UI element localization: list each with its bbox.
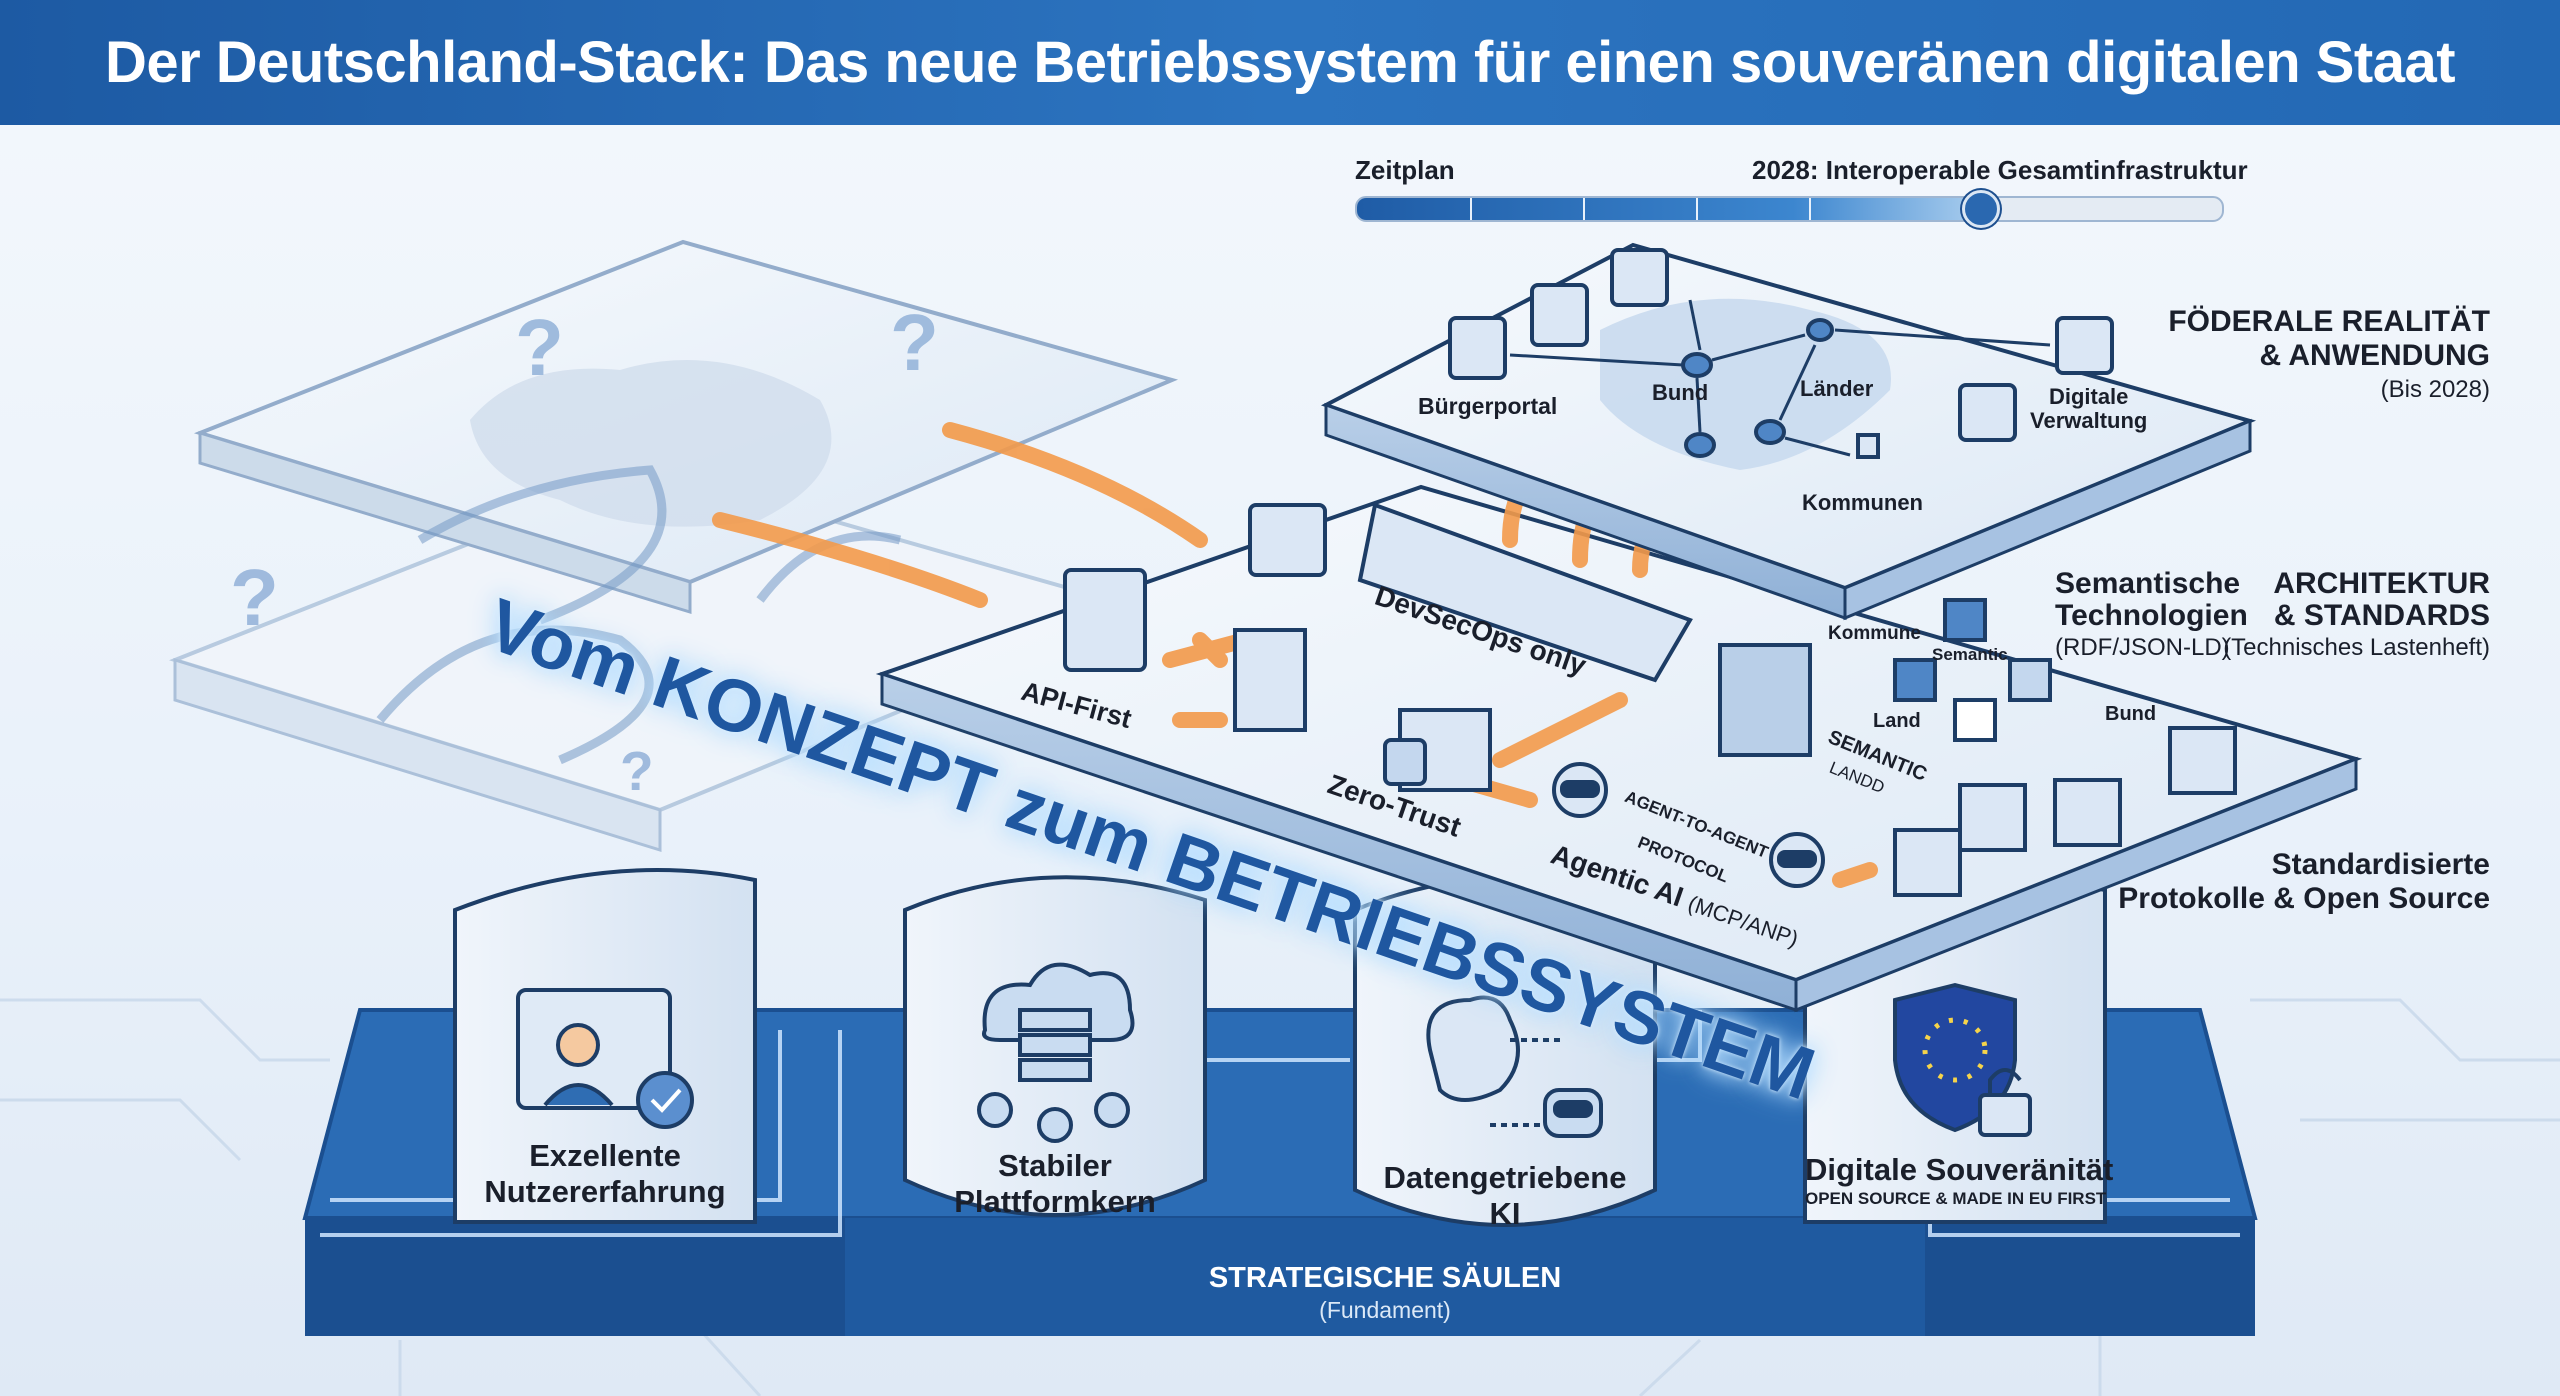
pillar-line: KI bbox=[1489, 1196, 1521, 1231]
eu-shield-lock-icon bbox=[1893, 982, 2032, 1137]
node-verwaltung: Verwaltung bbox=[2030, 408, 2148, 433]
semantic-sub: (RDF/JSON-LD) bbox=[2055, 634, 2230, 661]
federal-sub: (Bis 2028) bbox=[2380, 376, 2490, 403]
timeline-knob[interactable] bbox=[1961, 190, 2000, 228]
semantic-cube-icon bbox=[1893, 658, 1937, 702]
node-digitale: Digitale bbox=[2048, 384, 2129, 409]
devsecops-pipeline-icon bbox=[1357, 502, 1693, 683]
question-mark: ? bbox=[620, 740, 654, 802]
timeline-label: Zeitplan bbox=[1355, 155, 1455, 185]
semantic-cube-icon bbox=[1953, 698, 1997, 742]
foundation-sub: (Fundament) bbox=[1319, 1297, 1451, 1323]
semantic-cube-icon bbox=[1943, 598, 1987, 642]
brain-robot-icon bbox=[1426, 995, 1603, 1138]
architecture-sub: (Technisches Lastenheft) bbox=[2223, 634, 2490, 661]
timeline-milestone: 2028: Interoperable Gesamtinfrastruktur bbox=[1752, 155, 2248, 185]
foundation-label: STRATEGISCHE SÄULEN (Fundament) bbox=[845, 1262, 1925, 1326]
document-icon bbox=[1530, 283, 1589, 347]
question-mark: ? bbox=[515, 303, 564, 392]
architecture-title: ARCHITEKTUR bbox=[2273, 567, 2490, 600]
semantic-title: Semantische bbox=[2055, 567, 2241, 600]
protocols-label: Standardisierte Protokolle & Open Source bbox=[2118, 848, 2490, 916]
pillar-subline: OPEN SOURCE & MADE IN EU FIRST bbox=[1805, 1189, 2107, 1208]
concept-planes: ???? bbox=[168, 239, 1179, 853]
semantic-tech-label: Semantische Technologien (RDF/JSON-LD) bbox=[2055, 568, 2248, 664]
timeline-tick bbox=[1583, 198, 1585, 220]
timeline-tick bbox=[1470, 198, 1472, 220]
pillar-line: Nutzererfahrung bbox=[484, 1174, 726, 1209]
architecture-layer-label: ARCHITEKTUR & STANDARDS (Technisches Las… bbox=[2223, 568, 2490, 664]
lock-icon bbox=[1383, 738, 1427, 786]
architecture-plane bbox=[875, 484, 2363, 1013]
timeline-tick bbox=[1809, 198, 1811, 220]
federal-plane bbox=[1320, 242, 2257, 621]
question-mark: ? bbox=[230, 553, 279, 642]
protocols-title: Standardisierte bbox=[2271, 848, 2490, 881]
semantic-cube-icon bbox=[2008, 658, 2052, 702]
federal-title: FÖDERALE REALITÄT bbox=[2168, 305, 2490, 338]
cloud-server-icon bbox=[977, 962, 1135, 1143]
pillar-line: Stabiler bbox=[998, 1148, 1112, 1183]
database-server-icon bbox=[1718, 643, 1812, 757]
circuit-pattern bbox=[0, 998, 2560, 1396]
globe-icon bbox=[1610, 248, 1669, 307]
pillar-line: Digitale Souveränität bbox=[1805, 1152, 2114, 1187]
label-kommune: Kommune bbox=[1828, 623, 1921, 644]
open-book-icon bbox=[1958, 783, 2027, 852]
open-book-icon bbox=[2168, 726, 2237, 795]
node-bund: Bund bbox=[1652, 380, 1709, 405]
foundation-title: STRATEGISCHE SÄULEN bbox=[1208, 1262, 1562, 1294]
architecture-icons bbox=[1063, 502, 2237, 897]
semantic-title-2: Technologien bbox=[2055, 599, 2248, 632]
node-digitale-verwaltung: Digitale Verwaltung bbox=[2030, 385, 2147, 433]
api-gateway-icon bbox=[1063, 568, 1147, 672]
pillar-line: Datengetriebene bbox=[1383, 1160, 1627, 1195]
node-laender: Länder bbox=[1800, 376, 1874, 401]
node-kommunen: Kommunen bbox=[1802, 490, 1923, 515]
federal-layer-label: FÖDERALE REALITÄT & ANWENDUNG (Bis 2028) bbox=[2168, 305, 2490, 407]
label-semantic: Semantic bbox=[1932, 645, 2008, 664]
government-building-icon bbox=[2055, 316, 2114, 375]
protocols-title-2: Protokolle & Open Source bbox=[2118, 882, 2490, 915]
timeline-progress bbox=[1357, 198, 1980, 220]
user-experience-icon bbox=[516, 988, 694, 1129]
code-window-icon bbox=[2053, 778, 2122, 847]
pillar-line: Exzellente bbox=[529, 1138, 681, 1173]
citizen-portal-icon bbox=[1448, 316, 1507, 380]
question-mark: ? bbox=[890, 298, 939, 387]
foundation-platform bbox=[302, 1008, 2258, 1336]
timeline-tick bbox=[1696, 198, 1698, 220]
code-cube-icon bbox=[1248, 503, 1327, 577]
federal-title-2: & ANWENDUNG bbox=[2259, 339, 2490, 372]
hierarchy-icon bbox=[1856, 433, 1880, 459]
open-book-icon bbox=[1893, 828, 1962, 897]
gear-admin-icon bbox=[1958, 383, 2017, 442]
timeline-bar bbox=[1355, 196, 2224, 222]
server-shield-icon bbox=[1233, 628, 1307, 732]
page-title: Der Deutschland-Stack: Das neue Betriebs… bbox=[104, 30, 2456, 95]
label-bund: Bund bbox=[2105, 703, 2157, 725]
node-buergerportal: Bürgerportal bbox=[1418, 393, 1558, 419]
label-land: Land bbox=[1873, 710, 1921, 732]
architecture-title-2: & STANDARDS bbox=[2273, 599, 2490, 632]
title-bar: Der Deutschland-Stack: Das neue Betriebs… bbox=[0, 0, 2560, 125]
pillar-line: Plattformkern bbox=[954, 1184, 1156, 1219]
